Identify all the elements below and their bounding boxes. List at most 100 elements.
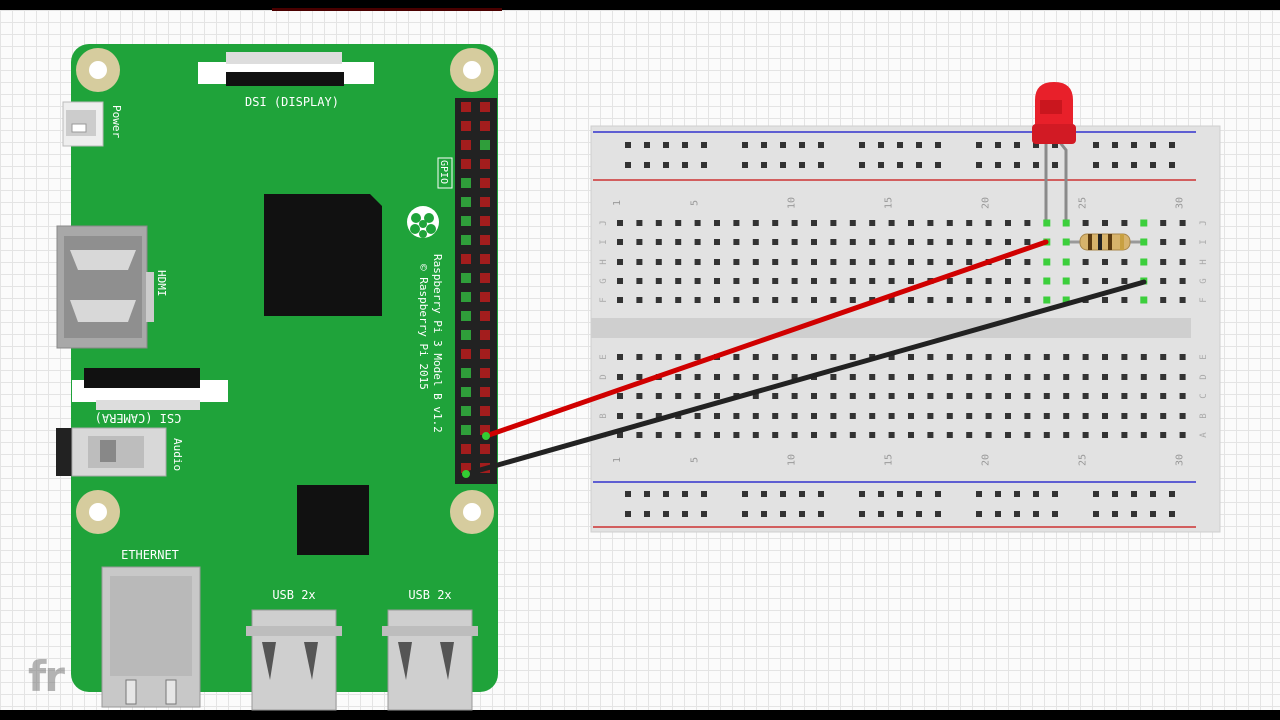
- breadboard-hole[interactable]: [908, 393, 914, 399]
- breadboard-hole[interactable]: [617, 393, 623, 399]
- breadboard-hole[interactable]: [655, 393, 662, 399]
- breadboard-hole[interactable]: [733, 374, 740, 380]
- breadboard-hole[interactable]: [752, 354, 759, 360]
- breadboard-hole[interactable]: [849, 220, 856, 226]
- breadboard-hole[interactable]: [897, 491, 903, 497]
- breadboard-hole[interactable]: [1160, 220, 1167, 226]
- gpio-pin[interactable]: [480, 121, 490, 131]
- breadboard-hole[interactable]: [714, 278, 720, 284]
- breadboard-hole[interactable]: [752, 220, 759, 226]
- breadboard-hole[interactable]: [966, 278, 973, 284]
- breadboard-hole[interactable]: [655, 413, 662, 419]
- breadboard-hole[interactable]: [927, 297, 934, 303]
- breadboard-hole[interactable]: [1179, 278, 1186, 284]
- gpio-pin[interactable]: [480, 387, 490, 397]
- breadboard-hole[interactable]: [1179, 393, 1186, 399]
- breadboard-hole[interactable]: [791, 354, 798, 360]
- breadboard-hole[interactable]: [663, 142, 669, 148]
- breadboard-hole[interactable]: [1112, 162, 1118, 168]
- breadboard-hole[interactable]: [791, 374, 798, 380]
- breadboard-hole[interactable]: [701, 162, 707, 168]
- breadboard-hole[interactable]: [869, 374, 876, 380]
- breadboard-hole[interactable]: [966, 432, 973, 438]
- breadboard-hole[interactable]: [878, 511, 884, 517]
- breadboard-hole[interactable]: [1150, 491, 1156, 497]
- breadboard-hole[interactable]: [733, 354, 740, 360]
- breadboard-hole[interactable]: [1082, 432, 1089, 438]
- breadboard-hole[interactable]: [976, 162, 982, 168]
- breadboard-hole[interactable]: [966, 354, 973, 360]
- breadboard-hole[interactable]: [966, 259, 973, 265]
- breadboard-hole[interactable]: [897, 142, 903, 148]
- breadboard-hole[interactable]: [888, 432, 895, 438]
- breadboard-hole[interactable]: [830, 259, 837, 265]
- breadboard-hole[interactable]: [976, 511, 982, 517]
- breadboard-hole[interactable]: [780, 162, 786, 168]
- breadboard-hole[interactable]: [644, 142, 650, 148]
- breadboard-hole[interactable]: [733, 220, 740, 226]
- breadboard-hole[interactable]: [742, 162, 748, 168]
- breadboard-hole[interactable]: [772, 374, 779, 380]
- breadboard-hole[interactable]: [1024, 354, 1031, 360]
- breadboard-hole[interactable]: [1005, 278, 1011, 284]
- breadboard-hole[interactable]: [859, 142, 865, 148]
- breadboard-hole[interactable]: [694, 432, 701, 438]
- breadboard-hole[interactable]: [985, 354, 992, 360]
- breadboard-hole[interactable]: [799, 162, 805, 168]
- breadboard-hole[interactable]: [1014, 142, 1020, 148]
- breadboard-hole[interactable]: [908, 432, 914, 438]
- breadboard-hole[interactable]: [772, 259, 779, 265]
- breadboard-hole[interactable]: [927, 354, 934, 360]
- raspberry-pi-board[interactable]: DSI (DISPLAY) Power HDMI CSI (CAMERA): [56, 44, 498, 711]
- breadboard-hole[interactable]: [752, 432, 759, 438]
- breadboard-hole[interactable]: [1160, 278, 1167, 284]
- breadboard-hole[interactable]: [985, 393, 992, 399]
- breadboard-hole[interactable]: [682, 142, 688, 148]
- breadboard-hole[interactable]: [985, 239, 992, 245]
- breadboard-hole[interactable]: [830, 413, 837, 419]
- breadboard-hole[interactable]: [1131, 142, 1137, 148]
- breadboard-hole[interactable]: [636, 413, 643, 419]
- breadboard-hole[interactable]: [1160, 239, 1167, 245]
- breadboard-hole[interactable]: [1160, 393, 1167, 399]
- breadboard-hole[interactable]: [859, 162, 865, 168]
- breadboard-hole[interactable]: [1082, 354, 1089, 360]
- breadboard-hole[interactable]: [946, 220, 953, 226]
- breadboard-hole[interactable]: [818, 511, 824, 517]
- breadboard-hole[interactable]: [733, 278, 740, 284]
- breadboard-hole[interactable]: [985, 297, 992, 303]
- breadboard-hole[interactable]: [1102, 278, 1108, 284]
- breadboard-hole[interactable]: [617, 374, 623, 380]
- breadboard-hole[interactable]: [1052, 162, 1058, 168]
- breadboard-hole[interactable]: [1179, 297, 1186, 303]
- breadboard-hole[interactable]: [935, 162, 941, 168]
- breadboard-hole[interactable]: [908, 297, 914, 303]
- breadboard-hole[interactable]: [1179, 354, 1186, 360]
- breadboard-hole[interactable]: [714, 239, 720, 245]
- breadboard-hole[interactable]: [811, 220, 817, 226]
- breadboard-hole[interactable]: [995, 142, 1001, 148]
- breadboard-hole[interactable]: [655, 297, 662, 303]
- breadboard-hole[interactable]: [752, 259, 759, 265]
- breadboard-hole[interactable]: [655, 239, 662, 245]
- breadboard-hole[interactable]: [888, 259, 895, 265]
- breadboard-hole[interactable]: [1179, 413, 1186, 419]
- breadboard-hole[interactable]: [1093, 511, 1099, 517]
- breadboard-hole[interactable]: [1093, 142, 1099, 148]
- breadboard-hole[interactable]: [1024, 432, 1031, 438]
- breadboard-hole[interactable]: [1005, 432, 1011, 438]
- breadboard-hole[interactable]: [1102, 413, 1108, 419]
- breadboard-hole[interactable]: [1024, 297, 1031, 303]
- breadboard-hole[interactable]: [1052, 142, 1058, 148]
- breadboard-hole[interactable]: [636, 374, 643, 380]
- breadboard-hole[interactable]: [916, 142, 922, 148]
- breadboard-hole[interactable]: [878, 142, 884, 148]
- breadboard-hole[interactable]: [675, 220, 682, 226]
- breadboard-hole[interactable]: [985, 374, 992, 380]
- breadboard-hole[interactable]: [761, 511, 767, 517]
- breadboard-hole[interactable]: [985, 220, 992, 226]
- breadboard-hole[interactable]: [1179, 432, 1186, 438]
- breadboard-hole[interactable]: [830, 393, 837, 399]
- breadboard-hole[interactable]: [617, 432, 623, 438]
- breadboard-hole[interactable]: [1043, 432, 1050, 438]
